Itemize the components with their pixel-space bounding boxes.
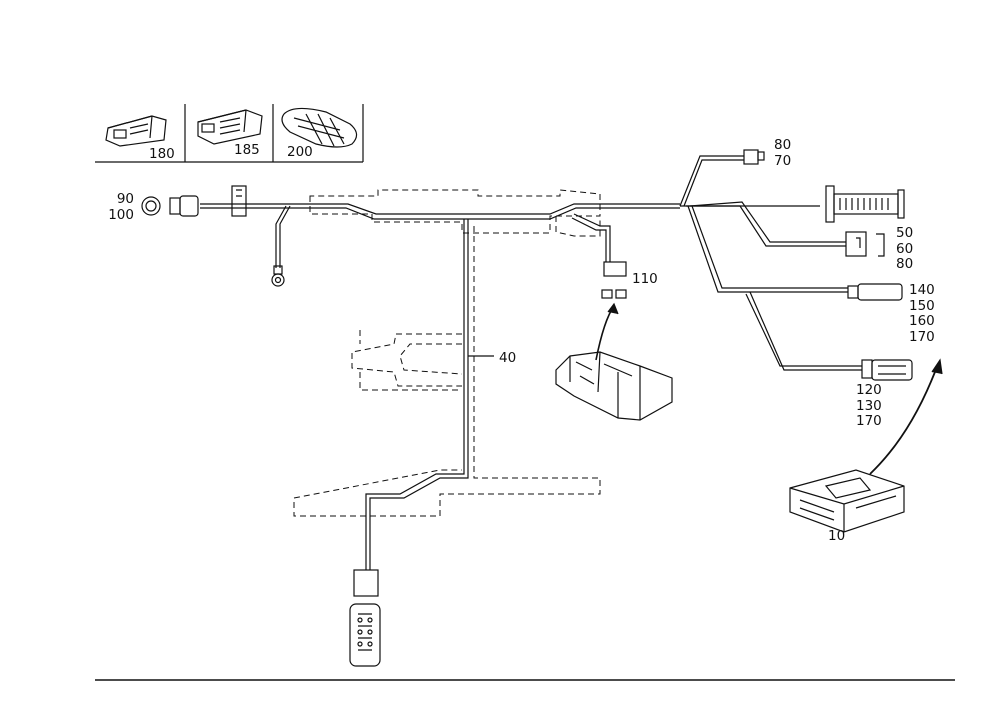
small-plug-callout: 50 60 80 [896, 225, 914, 272]
lower-plug-drawing [861, 359, 913, 381]
inset-part-200-label: 200 [287, 144, 313, 160]
relay-block-drawing [555, 302, 673, 421]
left-connector-drawing [141, 185, 247, 217]
mid-plug-drawing [847, 283, 903, 301]
main-harness-callout: 40 [499, 350, 517, 366]
ground-branch [271, 205, 291, 287]
small-plug-drawing [845, 231, 885, 257]
ground-connector-callout: 90 100 [108, 191, 134, 223]
relay-plug-callout: 110 [632, 271, 658, 287]
relay-branch [571, 213, 627, 299]
right-branch-harness [679, 155, 862, 371]
control-unit-drawing [789, 358, 943, 533]
inset-part-180-label: 180 [149, 146, 175, 162]
inset-part-185-drawing [197, 109, 263, 145]
bottom-connector-drawing [349, 569, 381, 667]
inset-frame [95, 104, 364, 163]
mid-plug-callout: 140 150 160 170 [909, 282, 935, 345]
mounting-outline [293, 189, 601, 517]
main-harness-trunk [200, 203, 680, 570]
inset-part-185-label: 185 [234, 142, 260, 158]
large-plug-drawing [825, 185, 905, 223]
top-plug-callout: 80 70 [774, 137, 792, 169]
top-plug-drawing [743, 149, 765, 165]
control-unit-callout: 10 [828, 528, 846, 544]
inset-part-200-drawing [281, 107, 358, 148]
lower-plug-callout: 120 130 170 [856, 382, 882, 429]
inset-part-180-drawing [105, 115, 167, 147]
